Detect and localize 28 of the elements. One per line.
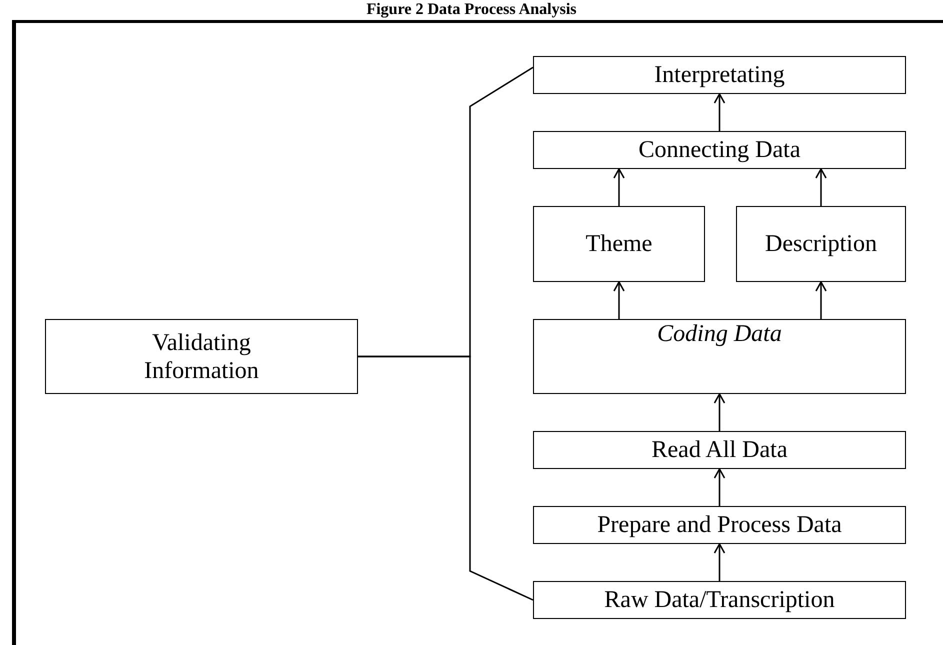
process-box [45,319,358,394]
step-label: Read All Data [652,436,788,464]
step-label: Coding Data [657,320,782,348]
step-label: Raw Data/Transcription [604,586,835,614]
step-label: Theme [586,230,652,258]
arrow [714,93,726,131]
arrow [815,281,827,319]
process-box [533,56,906,94]
process-box [533,581,906,619]
arrow [613,281,625,319]
process-box [533,206,705,282]
arrow [815,168,827,206]
process-box [736,206,906,282]
process-box [533,319,906,394]
step-label: Prepare and Process Data [597,511,842,539]
arrow [714,543,726,581]
process-box [533,431,906,469]
figure-title: Figure 2 Data Process Analysis [365,1,578,19]
arrow [714,393,726,431]
step-label: Connecting Data [638,136,800,164]
bracket-connector [358,356,534,601]
process-box [533,131,906,169]
arrow [714,468,726,506]
step-label: Validating Information [143,328,260,384]
step-label: Description [765,230,877,258]
step-label: Interpretating [654,61,785,89]
process-box [533,506,906,544]
arrow [613,168,625,206]
